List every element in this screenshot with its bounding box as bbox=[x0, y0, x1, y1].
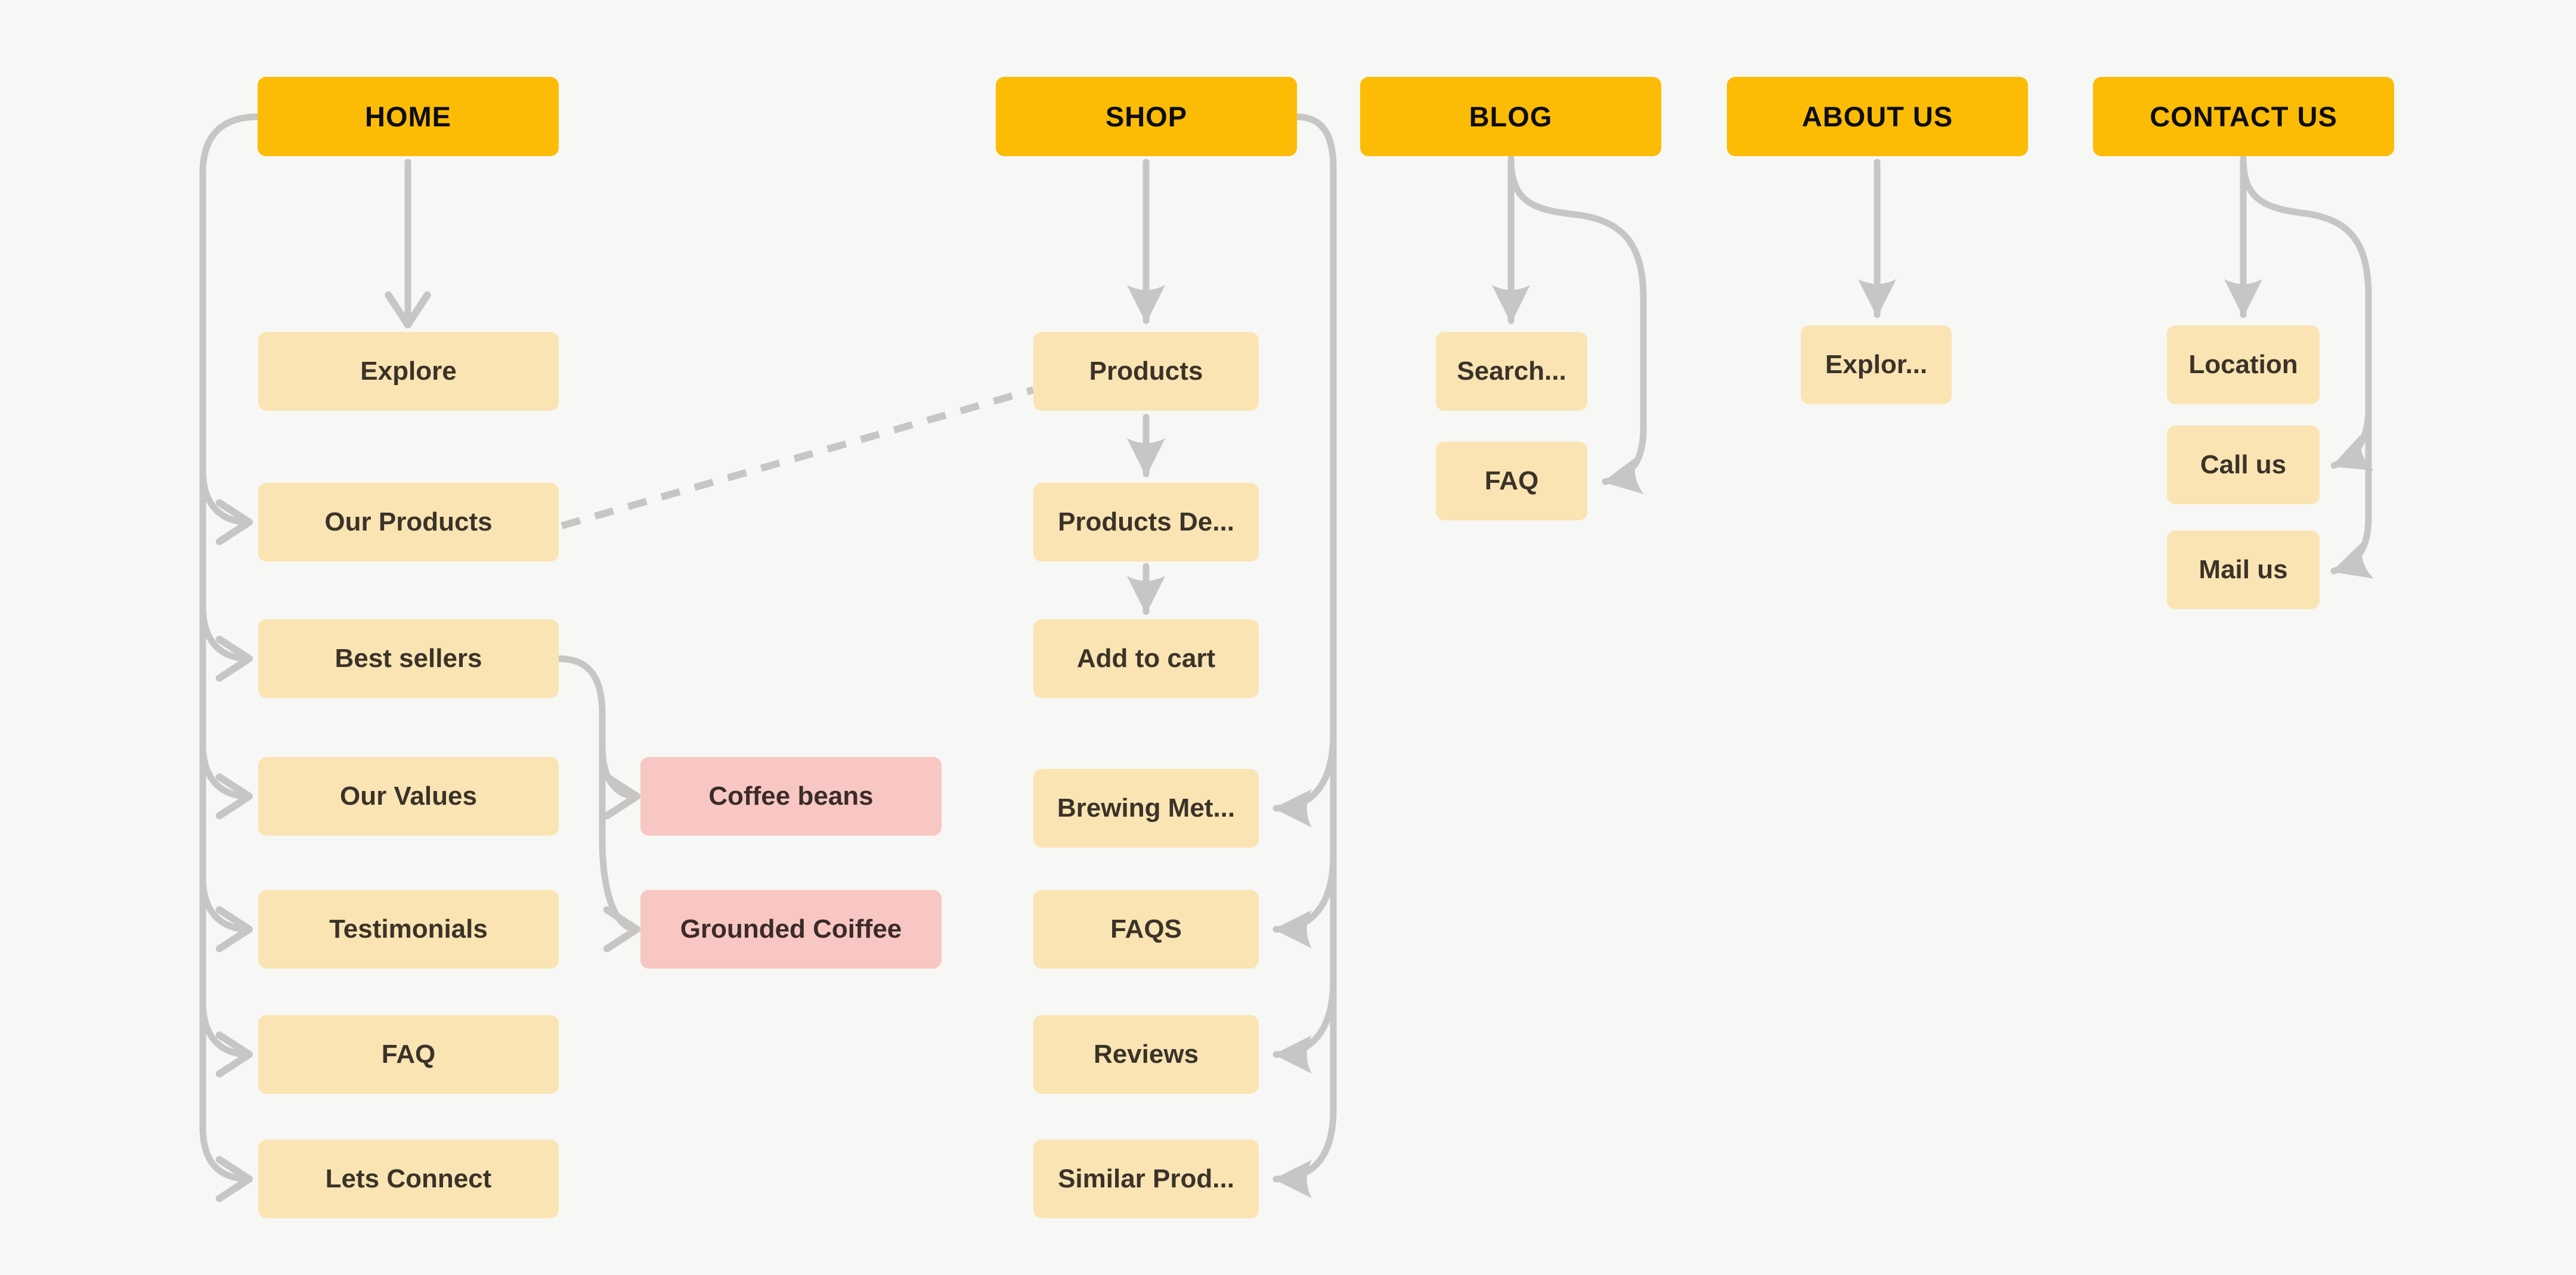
node-grounded-coiffee[interactable]: Grounded Coiffee bbox=[640, 890, 942, 969]
node-blog-faq[interactable]: FAQ bbox=[1436, 442, 1587, 520]
node-brewing-methods[interactable]: Brewing Met... bbox=[1033, 769, 1259, 848]
node-home[interactable]: HOME bbox=[258, 77, 559, 156]
node-faq[interactable]: FAQ bbox=[258, 1015, 559, 1094]
node-similar-products[interactable]: Similar Prod... bbox=[1033, 1140, 1259, 1218]
connector-spine-our-values bbox=[199, 740, 253, 820]
connector-best-sellers-grounded bbox=[555, 655, 641, 953]
node-location[interactable]: Location bbox=[2167, 325, 2320, 404]
node-call-us[interactable]: Call us bbox=[2167, 426, 2320, 504]
node-explor[interactable]: Explor... bbox=[1801, 325, 1952, 404]
node-products[interactable]: Products bbox=[1033, 332, 1259, 411]
node-coffee-beans[interactable]: Coffee beans bbox=[640, 757, 942, 836]
node-about-us[interactable]: ABOUT US bbox=[1727, 77, 2028, 156]
connector-spine-our-products bbox=[199, 466, 253, 545]
node-blog[interactable]: BLOG bbox=[1360, 77, 1661, 156]
node-best-sellers[interactable]: Best sellers bbox=[258, 619, 559, 698]
connector-contact-call-us bbox=[2330, 409, 2374, 471]
node-faqs[interactable]: FAQS bbox=[1033, 890, 1259, 969]
node-products-details[interactable]: Products De... bbox=[1033, 483, 1259, 562]
node-our-products[interactable]: Our Products bbox=[258, 483, 559, 562]
node-shop[interactable]: SHOP bbox=[996, 77, 1297, 156]
node-our-values[interactable]: Our Values bbox=[258, 757, 559, 836]
node-add-to-cart[interactable]: Add to cart bbox=[1033, 619, 1259, 698]
node-lets-connect[interactable]: Lets Connect bbox=[258, 1140, 559, 1218]
connector-our-products-products-dashed bbox=[561, 386, 1035, 529]
connector-spine-reviews bbox=[1272, 977, 1337, 1074]
connector-shop-spine bbox=[1272, 113, 1337, 1199]
node-mail-us[interactable]: Mail us bbox=[2167, 531, 2320, 609]
connector-spine-brewing bbox=[1272, 731, 1337, 828]
connector-spine-faq bbox=[199, 998, 253, 1078]
node-explore[interactable]: Explore bbox=[258, 332, 559, 411]
node-reviews[interactable]: Reviews bbox=[1033, 1015, 1259, 1094]
node-testimonials[interactable]: Testimonials bbox=[258, 890, 559, 969]
connector-best-sellers-coffee-beans bbox=[599, 743, 641, 820]
node-contact-us[interactable]: CONTACT US bbox=[2093, 77, 2394, 156]
connector-spine-best-sellers bbox=[199, 603, 253, 682]
connector-blog-faq bbox=[1507, 155, 1647, 494]
connector-spine-faqs bbox=[1272, 852, 1337, 949]
connector-home-spine bbox=[199, 113, 261, 1202]
connector-spine-testimonials bbox=[199, 873, 253, 953]
node-search[interactable]: Search... bbox=[1436, 332, 1587, 411]
